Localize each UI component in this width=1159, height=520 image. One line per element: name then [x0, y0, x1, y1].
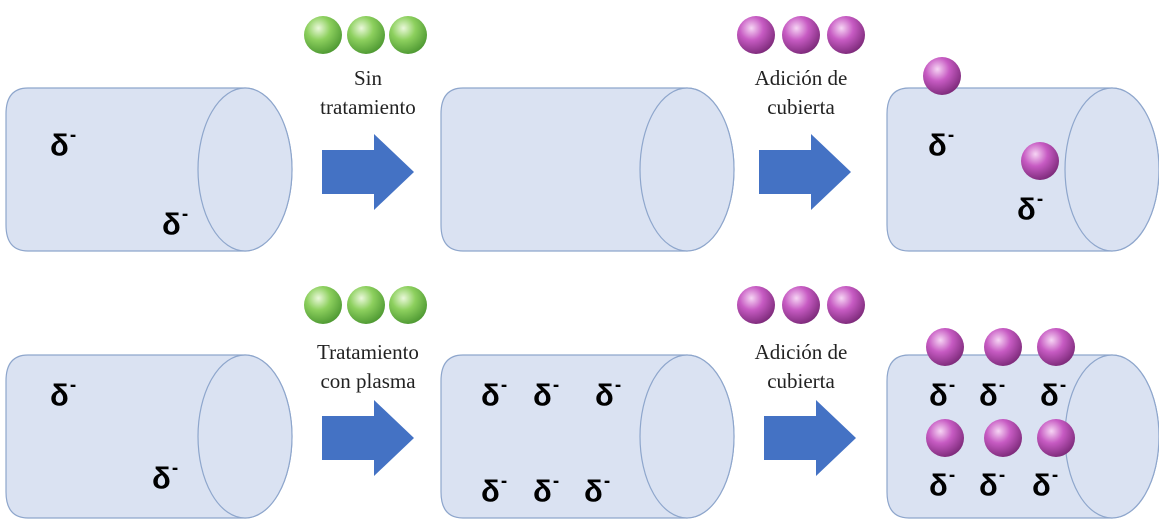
delta-charge-coated-row-2-5: δ-: [979, 465, 1006, 503]
arrow-coating-row-1: [759, 134, 851, 210]
coated-particle-row-2-5: [984, 419, 1022, 457]
cylinder-initial-row-1-end: [197, 87, 293, 252]
delta-charge-treated-row-2-1: δ-: [481, 375, 508, 413]
treatment-label-none: Sin tratamiento: [283, 64, 453, 122]
arrow-treatment-row-2: [322, 400, 414, 476]
delta-charge-coated-row-2-4: δ-: [929, 465, 956, 503]
delta-charge-initial-row-1-b: δ-: [162, 204, 189, 242]
delta-charge-treated-row-2-3: δ-: [595, 375, 622, 413]
cylinder-coated-row-1-end: [1064, 87, 1159, 252]
coating-label-row-1: Adición de cubierta: [716, 64, 886, 122]
coated-particle-row-1-b: [1021, 142, 1059, 180]
treatment-label-line-2: con plasma: [320, 369, 416, 393]
delta-charge-coated-row-2-6: δ-: [1032, 465, 1059, 503]
treatment-label-line-1: Sin: [353, 66, 382, 90]
delta-charge-treated-row-2-6: δ-: [584, 471, 611, 509]
magenta-particle-row-2-1: [737, 286, 775, 324]
magenta-particle-row-2-3: [827, 286, 865, 324]
green-particle-row-1-3: [389, 16, 427, 54]
coated-particle-row-2-3: [1037, 328, 1075, 366]
delta-charge-coated-row-2-3: δ-: [1040, 375, 1067, 413]
delta-charge-treated-row-2-5: δ-: [533, 471, 560, 509]
treatment-label-line-1: Tratamiento: [317, 340, 419, 364]
coating-label-line-1: Adición de: [754, 66, 848, 90]
coating-label-line-2: cubierta: [767, 95, 835, 119]
coating-label-line-2: cubierta: [767, 369, 835, 393]
green-particle-row-1-1: [304, 16, 342, 54]
cylinder-initial-row-2-end: [197, 354, 293, 519]
coated-particle-row-2-1: [926, 328, 964, 366]
cylinder-treated-row-1-end: [639, 87, 735, 252]
delta-charge-treated-row-2-2: δ-: [533, 375, 560, 413]
coated-particle-row-2-6: [1037, 419, 1075, 457]
coated-particle-row-1-a: [923, 57, 961, 95]
green-particle-row-2-1: [304, 286, 342, 324]
delta-charge-initial-row-2-a: δ-: [50, 375, 77, 413]
magenta-particle-row-1-2: [782, 16, 820, 54]
magenta-particle-row-1-3: [827, 16, 865, 54]
green-particle-row-2-2: [347, 286, 385, 324]
coating-label-line-1: Adición de: [754, 340, 848, 364]
magenta-particle-row-1-1: [737, 16, 775, 54]
delta-charge-initial-row-1-a: δ-: [50, 125, 77, 163]
cylinder-treated-row-2-end: [639, 354, 735, 519]
delta-charge-coated-row-2-2: δ-: [979, 375, 1006, 413]
arrow-treatment-row-1: [322, 134, 414, 210]
coated-particle-row-2-4: [926, 419, 964, 457]
delta-charge-coated-row-1-b: δ-: [1017, 189, 1044, 227]
delta-charge-coated-row-1-a: δ-: [928, 125, 955, 163]
treatment-label-line-2: tratamiento: [320, 95, 416, 119]
delta-charge-initial-row-2-b: δ-: [152, 458, 179, 496]
arrow-coating-row-2: [764, 400, 856, 476]
coated-particle-row-2-2: [984, 328, 1022, 366]
delta-charge-coated-row-2-1: δ-: [929, 375, 956, 413]
delta-charge-treated-row-2-4: δ-: [481, 471, 508, 509]
magenta-particle-row-2-2: [782, 286, 820, 324]
green-particle-row-1-2: [347, 16, 385, 54]
cylinder-coated-row-2-end: [1064, 354, 1159, 519]
coating-label-row-2: Adición de cubierta: [716, 338, 886, 396]
green-particle-row-2-3: [389, 286, 427, 324]
treatment-label-plasma: Tratamiento con plasma: [283, 338, 453, 396]
